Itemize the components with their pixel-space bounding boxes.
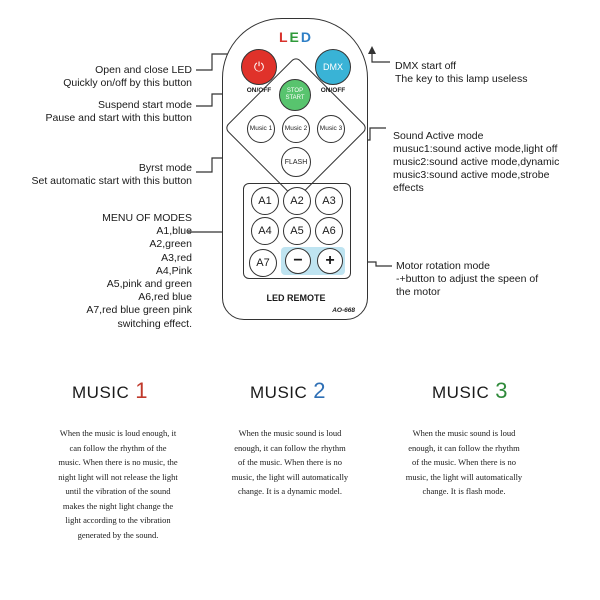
dmx-button[interactable]: DMX	[315, 49, 351, 85]
music3-button-text: Music 3	[319, 125, 343, 132]
dmx-button-text: DMX	[323, 62, 343, 72]
music3-title: MUSIC 3	[432, 378, 508, 404]
menu-buttons-frame	[243, 183, 351, 279]
led-letter-d: D	[300, 29, 314, 45]
note-sound-line3: music2:sound active mode,dynamic	[393, 156, 560, 168]
note-open-close-line1: Open and close LED	[95, 64, 192, 76]
a6-button[interactable]: A6	[315, 217, 343, 245]
note-motor-line3: the motor	[396, 286, 441, 298]
note-sound-line1: Sound Active mode	[393, 130, 484, 142]
stop-start-text: STOP START	[285, 88, 305, 101]
note-open-close-line2: Quickly on/off by this button	[63, 77, 192, 89]
music1-description: When the music is loud enough, it can fo…	[58, 428, 178, 540]
remote-name: LED REMOTE	[266, 293, 326, 303]
music2-word: MUSIC	[250, 383, 308, 402]
power-button[interactable]: ⏻	[241, 49, 277, 85]
music2-description: When the music sound is loud enough, it …	[231, 428, 349, 496]
music2-number: 2	[313, 378, 327, 403]
remote-control: LED ⏻ ON/OFF DMX ON/OFF STOP START Music…	[222, 18, 369, 320]
led-letter-l: L	[278, 29, 290, 45]
note-suspend-line2: Pause and start with this button	[45, 112, 192, 124]
note-motor: Motor rotation mode -+button to adjust t…	[396, 260, 538, 299]
minus-button[interactable]: −	[285, 248, 311, 274]
a7-button[interactable]: A7	[249, 249, 277, 277]
note-sound-line4: music3:sound active mode,strobe	[393, 169, 550, 181]
note-menu-of-modes: MENU OF MODES A1,blue A2,green A3,red A4…	[86, 212, 192, 331]
note-motor-line2: -+button to adjust the speen of	[396, 273, 539, 285]
a3-button[interactable]: A3	[315, 187, 343, 215]
a5-button[interactable]: A5	[283, 217, 311, 245]
a1-button[interactable]: A1	[251, 187, 279, 215]
note-dmx: DMX start off The key to this lamp usele…	[395, 60, 527, 86]
power-button-label: ON/OFF	[246, 87, 272, 94]
music1-word: MUSIC	[72, 383, 130, 402]
note-sound-line5: effects	[393, 182, 424, 194]
music1-number: 1	[135, 378, 149, 403]
power-icon: ⏻	[253, 59, 265, 74]
music2-button-text: Music 2	[284, 125, 308, 132]
note-menu-a2: A2,green	[149, 238, 192, 251]
flash-button[interactable]: FLASH	[281, 147, 311, 177]
remote-led-title: LED	[223, 29, 369, 45]
note-open-close: Open and close LED Quickly on/off by thi…	[63, 64, 192, 90]
music3-word: MUSIC	[432, 383, 490, 402]
music2-button[interactable]: Music 2	[282, 115, 310, 143]
music2-title: MUSIC 2	[250, 378, 326, 404]
music3-button[interactable]: Music 3	[317, 115, 345, 143]
note-sound-active: Sound Active mode musuc1:sound active mo…	[393, 130, 559, 195]
note-motor-line1: Motor rotation mode	[396, 260, 490, 272]
music3-number: 3	[495, 378, 509, 403]
flash-button-text: FLASH	[284, 158, 308, 166]
stop-start-button[interactable]: STOP START	[279, 79, 311, 111]
note-suspend: Suspend start mode Pause and start with …	[45, 99, 192, 125]
music3-description: When the music sound is loud enough, it …	[405, 428, 523, 496]
led-letter-e: E	[289, 29, 301, 45]
note-suspend-line1: Suspend start mode	[98, 99, 192, 111]
note-byrst-line2: Set automatic start with this button	[31, 175, 193, 187]
note-byrst-line1: Byrst mode	[138, 162, 192, 174]
music1-button-text: Music 1	[249, 125, 273, 132]
note-menu-a3: A3,red	[161, 251, 192, 264]
note-menu-title: MENU OF MODES	[102, 212, 192, 224]
note-menu-a1: A1,blue	[156, 225, 192, 238]
remote-model: AO-668	[332, 307, 355, 314]
dmx-button-label: ON/OFF	[320, 87, 346, 94]
note-sound-line2: musuc1:sound active mode,light off	[393, 143, 558, 155]
music1-button[interactable]: Music 1	[247, 115, 275, 143]
note-menu-a6: A6,red blue	[138, 291, 192, 304]
note-menu-a7-cont: switching effect.	[117, 317, 192, 330]
note-byrst: Byrst mode Set automatic start with this…	[32, 162, 193, 188]
plus-button[interactable]: +	[317, 248, 343, 274]
note-menu-a5: A5,pink and green	[106, 278, 192, 291]
note-menu-a7: A7,red blue green pink	[86, 304, 192, 317]
a4-button[interactable]: A4	[251, 217, 279, 245]
a2-button[interactable]: A2	[283, 187, 311, 215]
note-dmx-line2: The key to this lamp useless	[395, 73, 528, 85]
note-dmx-line1: DMX start off	[395, 60, 457, 72]
music1-title: MUSIC 1	[72, 378, 148, 404]
note-menu-a4: A4,Pink	[155, 264, 192, 277]
